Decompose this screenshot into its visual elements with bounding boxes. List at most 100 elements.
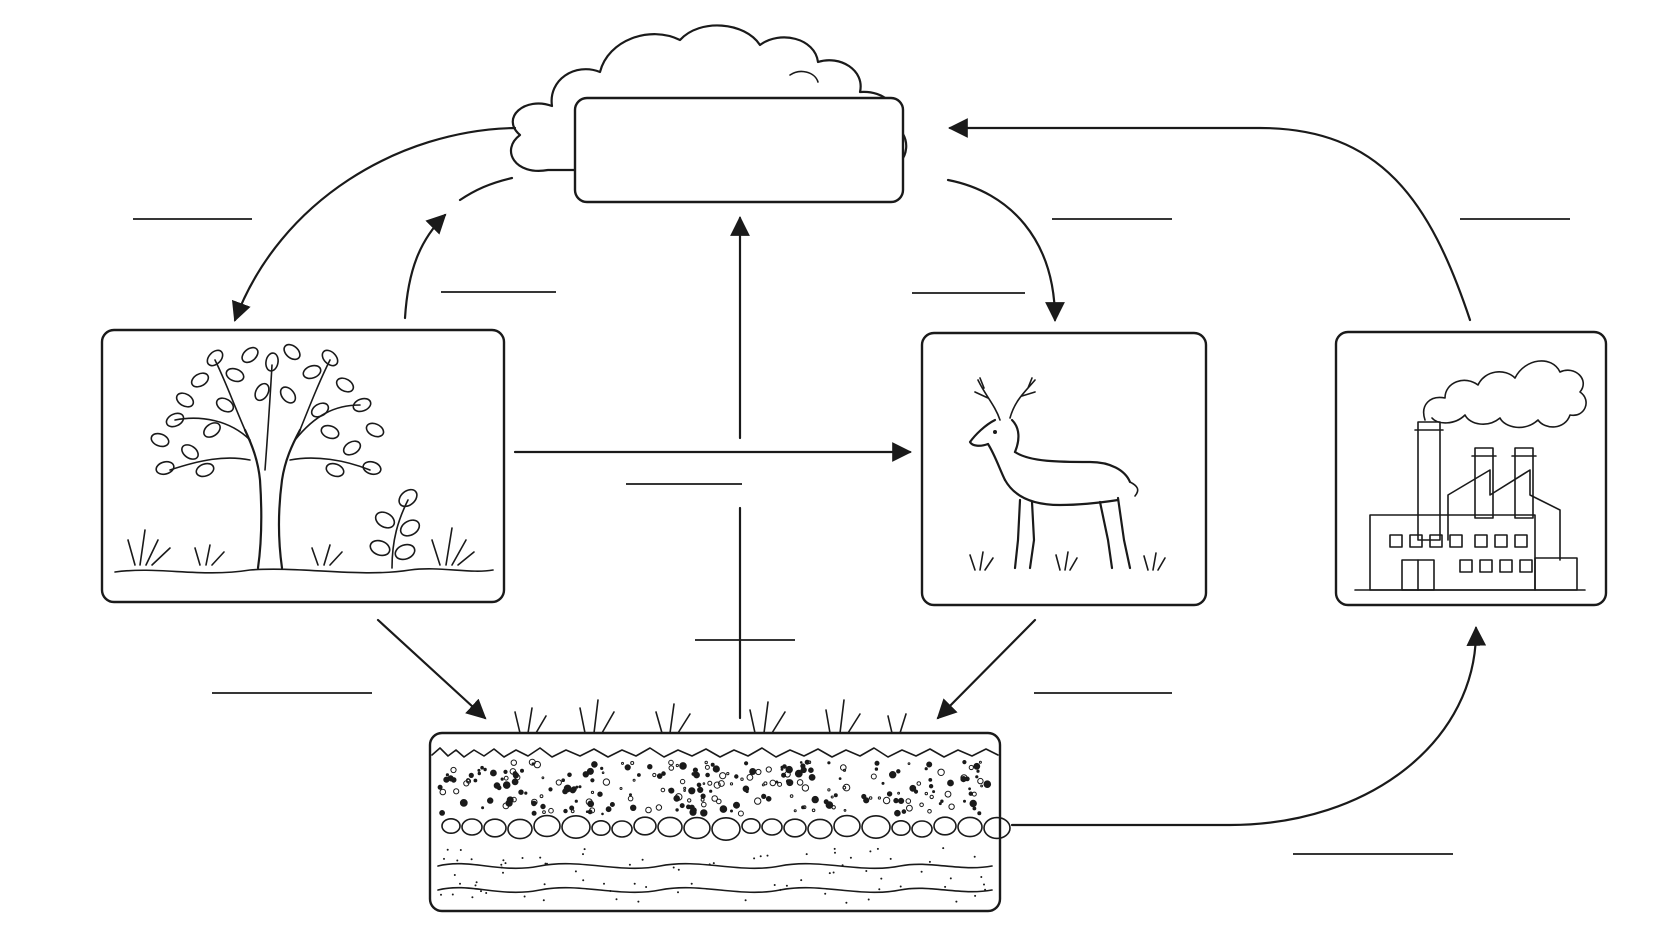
- tree-icon: [114, 343, 494, 574]
- soil-stone: [807, 818, 833, 840]
- arrow-soil-to-factory: [1010, 626, 1487, 827]
- soil-speckle: [978, 760, 982, 764]
- soil-speckle: [677, 891, 679, 894]
- soil-speckle: [470, 858, 473, 861]
- soil-speckle: [502, 802, 510, 810]
- soil-speckle: [449, 778, 453, 782]
- soil-speckle: [894, 809, 901, 817]
- soil-speckle: [804, 759, 810, 765]
- soil-speckle: [510, 759, 517, 766]
- arrow-plants-to-soil: [376, 618, 487, 720]
- soil-speckle: [668, 759, 674, 766]
- soil-speckle: [700, 809, 708, 817]
- soil-speckle: [691, 772, 696, 776]
- soil-speckle: [511, 778, 519, 786]
- soil-speckle: [729, 782, 734, 786]
- soil-speckle: [777, 781, 783, 787]
- soil-speckle: [906, 804, 913, 812]
- soil-node: [428, 699, 1011, 913]
- soil-speckle: [808, 767, 814, 774]
- soil-speckle: [541, 776, 545, 780]
- soil-speckle: [977, 777, 984, 785]
- soil-speckle: [823, 799, 829, 805]
- soil-speckle: [955, 900, 958, 903]
- soil-speckle: [874, 760, 880, 766]
- soil-speckle: [587, 800, 595, 808]
- soil-speckle: [601, 771, 605, 775]
- soil-speckle: [973, 855, 976, 858]
- soil-speckle: [877, 796, 882, 800]
- soil-speckle: [971, 791, 977, 797]
- soil-speckle: [766, 854, 769, 857]
- soil-speckle: [656, 773, 663, 779]
- soil-layers-icon: [431, 699, 1011, 904]
- soil-speckle: [561, 778, 566, 783]
- soil-speckle: [679, 778, 686, 785]
- plants-box: [100, 328, 506, 604]
- soil-speckle: [531, 810, 537, 816]
- atmosphere-node: [509, 24, 908, 204]
- soil-speckle: [705, 772, 710, 778]
- soil-speckle: [940, 799, 944, 803]
- soil-speckle: [980, 876, 983, 878]
- soil-speckle: [474, 884, 477, 887]
- soil-speckle: [928, 860, 931, 863]
- soil-speckle: [601, 812, 604, 816]
- factory-node: [1334, 330, 1608, 607]
- soil-speckle: [660, 787, 666, 793]
- soil-speckle: [796, 779, 804, 786]
- soil-speckle: [811, 808, 816, 813]
- soil-speckle: [518, 789, 524, 795]
- soil-speckle: [800, 879, 803, 882]
- soil-speckle: [690, 807, 697, 814]
- soil-speckle: [511, 796, 517, 803]
- soil-speckle: [974, 894, 977, 897]
- soil-speckle: [761, 793, 767, 800]
- soil-speckle: [637, 900, 640, 903]
- soil-speckle: [696, 782, 702, 788]
- soil-speckle: [845, 901, 848, 904]
- soil-speckle: [789, 794, 794, 798]
- soil-speckle: [759, 855, 762, 858]
- soil-speckle: [927, 809, 932, 814]
- soil-speckle: [629, 793, 632, 797]
- soil-speckle: [668, 765, 675, 771]
- soil-speckle: [719, 772, 727, 780]
- soil-speckle: [867, 898, 870, 901]
- soil-speckle: [742, 785, 750, 793]
- soil-speckle: [480, 765, 484, 770]
- soil-speckle: [794, 769, 803, 778]
- soil-speckle: [521, 857, 524, 859]
- soil-speckle: [590, 790, 595, 795]
- soil-speckle: [605, 806, 612, 813]
- soil-speckle: [942, 847, 945, 850]
- soil-speckle: [718, 780, 725, 787]
- soil-speckle: [679, 762, 687, 770]
- soil-speckle: [773, 884, 776, 886]
- soil-stone: [891, 819, 911, 836]
- soil-speckle: [443, 857, 445, 860]
- soil-speckle: [754, 797, 762, 805]
- soil-speckle: [881, 781, 885, 785]
- soil-speckle: [567, 772, 572, 778]
- soil-speckle: [889, 857, 892, 860]
- soil-speckle: [690, 882, 693, 885]
- soil-speckle: [944, 790, 952, 798]
- soil-stone: [983, 816, 1011, 840]
- soil-speckle: [775, 780, 779, 784]
- soil-speckle: [465, 778, 471, 783]
- soil-speckle: [704, 760, 708, 765]
- soil-speckle: [849, 856, 852, 859]
- soil-speckle: [983, 883, 985, 886]
- soil-speckle: [926, 761, 933, 768]
- soil-speckle: [624, 764, 631, 771]
- soil-speckle: [897, 791, 900, 795]
- soil-speckle: [597, 791, 603, 797]
- soil-speckle: [868, 796, 873, 800]
- soil-speckle: [641, 858, 644, 861]
- soil-speckle: [711, 795, 719, 802]
- arrow-plants-to-atmosphere-tail: [458, 176, 514, 202]
- soil-speckle: [938, 802, 942, 806]
- soil-speckle: [963, 799, 966, 803]
